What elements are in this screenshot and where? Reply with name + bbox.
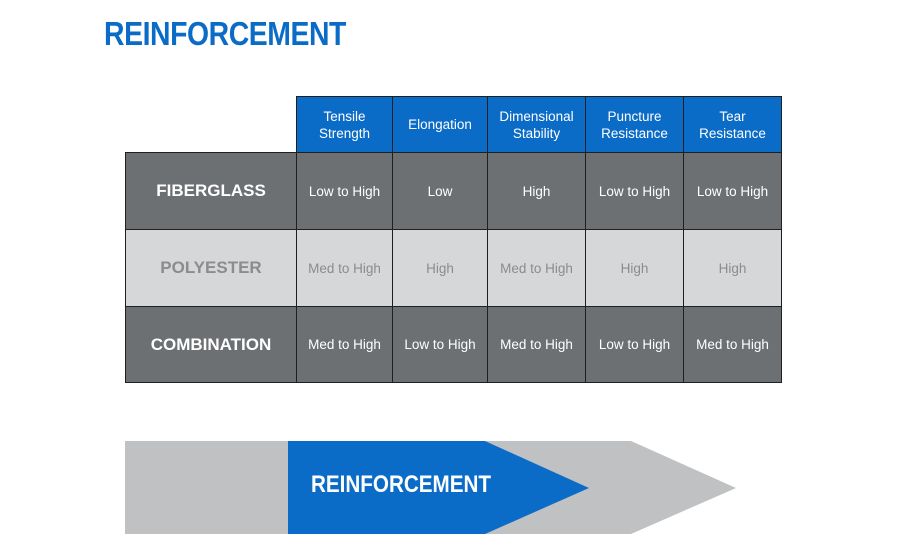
page-title: REINFORCEMENT (104, 15, 346, 52)
table-cell: Med to High (296, 229, 393, 307)
table-cell: Low to High (296, 152, 393, 230)
table-cell: Low to High (585, 306, 684, 383)
column-header-dimensional-stability: Dimensional Stability (487, 96, 586, 153)
row-label-fiberglass: FIBERGLASS (125, 152, 297, 230)
table-cell: Low to High (683, 152, 782, 230)
table-cell: Med to High (487, 229, 586, 307)
blue-arrow-shape (288, 441, 589, 534)
table-cell: High (392, 229, 488, 307)
table-cell: Med to High (296, 306, 393, 383)
table-cell: Med to High (683, 306, 782, 383)
table-cell: Med to High (487, 306, 586, 383)
row-label-combination: COMBINATION (125, 306, 297, 383)
reinforcement-comparison-table: Tensile Strength Elongation Dimensional … (125, 96, 782, 383)
table-cell: Low to High (392, 306, 488, 383)
row-label-polyester: POLYESTER (125, 229, 297, 307)
arrow-label: REINFORCEMENT (311, 471, 492, 498)
table-cell: Low (392, 152, 488, 230)
column-header-tensile-strength: Tensile Strength (296, 96, 393, 153)
table-cell: Low to High (585, 152, 684, 230)
column-header-tear-resistance: Tear Resistance (683, 96, 782, 153)
table-cell: High (487, 152, 586, 230)
column-header-puncture-resistance: Puncture Resistance (585, 96, 684, 153)
column-header-elongation: Elongation (392, 96, 488, 153)
